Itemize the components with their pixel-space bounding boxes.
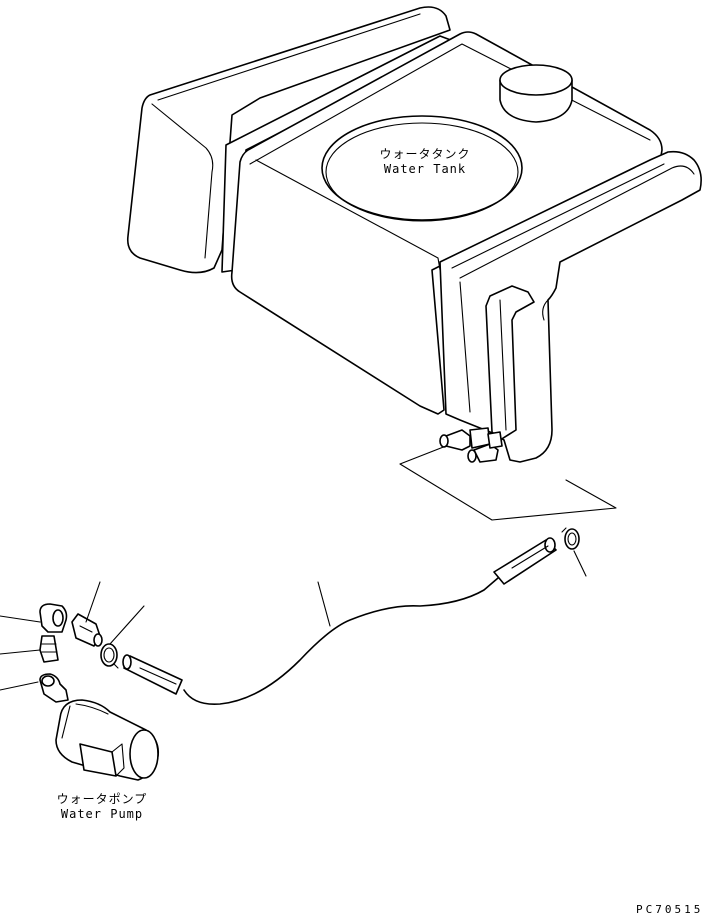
leader-line-elbow-lower <box>0 681 39 691</box>
water-tank-label-jp: ウォータタンク <box>379 147 471 161</box>
tank-separator-band <box>221 35 457 273</box>
tank-left-section <box>126 6 451 274</box>
elbow-fitting-upper <box>39 603 68 633</box>
drawing-code: PC70515 <box>636 903 704 916</box>
leader-line-hose <box>317 581 331 627</box>
tank-drain-fittings <box>439 427 503 463</box>
leader-line-nipple <box>85 581 101 623</box>
hose-clamp-right <box>561 527 580 550</box>
water-hose <box>183 577 499 706</box>
water-tank <box>126 6 702 463</box>
leader-line-clamp-right <box>573 550 587 577</box>
hose-segment-left <box>122 654 183 695</box>
tank-filler-cap <box>499 64 573 123</box>
water-tank-label-en: Water Tank <box>383 162 467 176</box>
tank-recess <box>485 285 535 441</box>
tank-main-body <box>230 31 663 415</box>
elbow-fitting-lower <box>39 673 69 703</box>
water-pump-label-en: Water Pump <box>60 807 144 821</box>
water-pump-label: ウォータポンプ Water Pump <box>42 792 162 822</box>
hose-nipple <box>71 613 103 647</box>
water-tank-label: ウォータタンク Water Tank <box>366 147 484 177</box>
detail-callout-box <box>399 445 617 521</box>
hose-clamp-left <box>100 643 119 669</box>
leader-line-clamp-left <box>109 605 145 645</box>
connector-fitting <box>39 635 59 663</box>
leader-line-connector <box>0 649 41 655</box>
tank-label-plate <box>321 115 523 222</box>
water-pump-label-jp: ウォータポンプ <box>56 792 148 806</box>
water-pump <box>55 699 160 781</box>
hose-segment-right <box>493 537 557 585</box>
leader-line-elbow-upper <box>0 615 41 623</box>
